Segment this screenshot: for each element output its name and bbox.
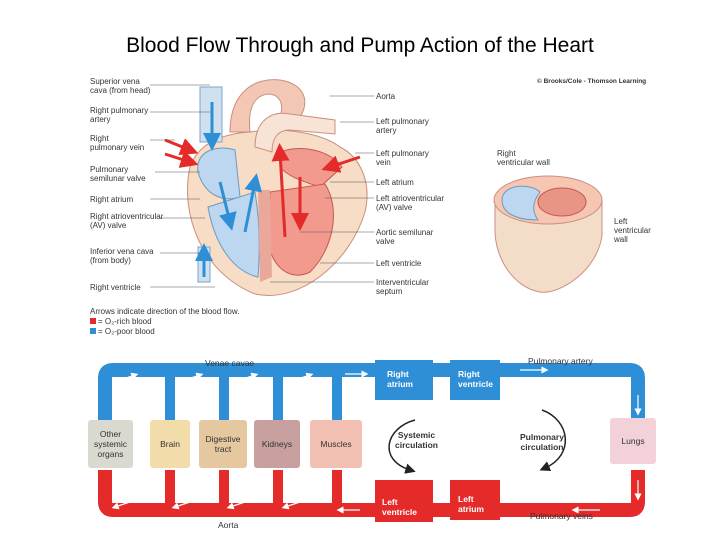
circ-right-ventricle-label: Right ventricle [458, 369, 493, 389]
organ-box-other-systemic: Other systemic organs [88, 420, 133, 468]
legend-o2-poor-swatch [90, 328, 96, 334]
label-right-ventricle: Right ventricle [90, 283, 141, 292]
label-aorta: Aorta [376, 92, 396, 101]
legend-o2-rich-label: = O₂-rich blood [98, 317, 152, 326]
label-left-pulmonary-vein: Left pulmonary vein [376, 149, 429, 167]
organ-box-kidneys: Kidneys [254, 420, 300, 468]
ventricle-cross-section [493, 175, 603, 293]
organ-label-muscles: Muscles [320, 439, 352, 449]
label-left-pulmonary-artery: Left pulmonary artery [376, 117, 429, 135]
legend-o2-poor-label: = O₂-poor blood [98, 327, 155, 336]
venae-cavae-label: Venae cavae [205, 358, 255, 368]
pulmonary-circulation-label: Pulmonary circulation [520, 432, 564, 452]
systemic-circulation-label: Systemic circulation [395, 430, 438, 450]
circ-left-ventricle-label: Left ventricle [382, 497, 417, 517]
label-left-atrium: Left atrium [376, 178, 414, 187]
organ-box-muscles: Muscles [310, 420, 362, 468]
pulmonary-trunk [254, 112, 336, 153]
organ-label-lungs: Lungs [621, 436, 645, 446]
label-right-pulmonary-vein: Right pulmonary vein [90, 134, 145, 152]
heart-illustration [164, 79, 368, 296]
label-right-atrium: Right atrium [90, 195, 134, 204]
circ-left-atrium-label: Left atrium [458, 494, 484, 514]
organ-box-lungs: Lungs [610, 418, 656, 464]
blue-vessel-top [98, 363, 645, 420]
page-title: Blood Flow Through and Pump Action of th… [126, 34, 594, 57]
pulmonary-artery-label: Pulmonary artery [528, 356, 593, 366]
right-ventricle-block [450, 360, 500, 400]
label-left-ventricular-wall: Left ventricular wall [614, 217, 651, 244]
label-right-pulmonary-artery: Right pulmonary artery [90, 106, 149, 124]
right-atrium-chamber [197, 147, 241, 200]
label-left-av-valve: Left atrioventricular (AV) valve [376, 194, 445, 212]
circ-right-atrium-label: Right atrium [387, 369, 413, 389]
label-inferior-vena-cava: Inferior vena cava (from body) [90, 247, 154, 265]
label-right-ventricular-wall: Right ventricular wall [497, 149, 550, 167]
label-left-ventricle: Left ventricle [376, 259, 422, 268]
label-interventricular-septum: Interventricular septum [376, 278, 429, 296]
organ-box-digestive: Digestive tract [199, 420, 247, 468]
organ-box-brain: Brain [150, 420, 190, 468]
organ-label-brain: Brain [160, 439, 180, 449]
pulmonary-veins-label: Pulmonary veins [530, 511, 593, 521]
label-pulmonary-semilunar-valve: Pulmonary semilunar valve [90, 165, 146, 183]
left-atrium-block [450, 480, 500, 520]
red-vessel-bottom [98, 470, 645, 517]
left-ventricle-block [375, 480, 433, 522]
copyright-text: © Brooks/Cole - Thomson Learning [537, 78, 647, 85]
organ-label-kidneys: Kidneys [261, 439, 293, 449]
aorta-label: Aorta [218, 520, 239, 530]
organ-label-other-systemic: Other systemic organs [93, 429, 128, 459]
septum-shape [258, 190, 272, 282]
label-aortic-semilunar-valve: Aortic semilunar valve [376, 228, 434, 246]
organ-label-digestive: Digestive tract [205, 434, 241, 454]
label-right-av-valve: Right atrioventricular (AV) valve [90, 212, 164, 230]
label-superior-vena-cava: Superior vena cava (from head) [90, 77, 151, 95]
legend-o2-rich-swatch [90, 318, 96, 324]
legend-heading: Arrows indicate direction of the blood f… [90, 307, 240, 316]
right-atrium-block [375, 360, 433, 400]
